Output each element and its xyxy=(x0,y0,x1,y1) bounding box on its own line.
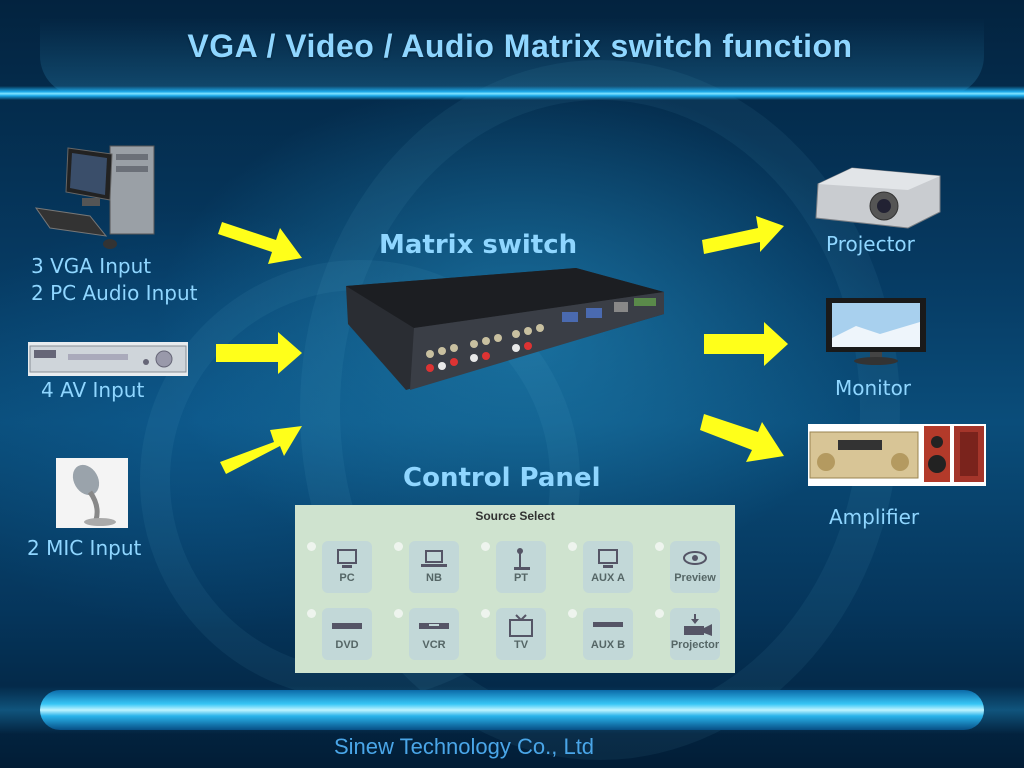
source-button-label: DVD xyxy=(335,639,359,651)
source-button-nb[interactable]: NB xyxy=(409,541,459,593)
tv-icon xyxy=(509,614,533,637)
indicator-led xyxy=(568,609,577,618)
amplifier-label: Amplifier xyxy=(829,505,920,529)
av-input-label: 4 AV Input xyxy=(41,378,145,402)
input-arrow-icon xyxy=(220,426,302,474)
indicator-led xyxy=(394,542,403,551)
source-button-label: Projector xyxy=(670,639,720,651)
monitor-icon xyxy=(826,298,926,365)
monitor-icon xyxy=(337,549,357,568)
source-button-label: TV xyxy=(513,639,529,651)
footer-company: Sinew Technology Co., Ltd xyxy=(333,734,595,759)
top-tube-decoration xyxy=(40,18,984,96)
eye-icon xyxy=(683,551,707,565)
projector-icon xyxy=(684,614,712,636)
vcr-icon xyxy=(419,623,449,629)
input-arrow-icon xyxy=(218,222,302,264)
bottom-light-band xyxy=(40,690,984,730)
indicator-led xyxy=(655,609,664,618)
laptop-icon xyxy=(421,550,447,567)
disc-player-icon xyxy=(332,623,362,629)
source-button-label: AUX B xyxy=(590,639,626,651)
source-button-dvd[interactable]: DVD xyxy=(322,608,372,660)
aux-device-icon xyxy=(593,622,623,627)
projector-icon xyxy=(815,167,941,229)
indicator-led xyxy=(481,609,490,618)
av-device-icon xyxy=(28,342,188,376)
desktop-pc-icon xyxy=(34,145,155,249)
source-button-projector[interactable]: Projector xyxy=(670,608,720,660)
source-select-title: Source Select xyxy=(475,509,555,523)
microphone-icon xyxy=(56,458,128,528)
matrix-switch-label: Matrix switch xyxy=(379,230,578,260)
indicator-led xyxy=(307,609,316,618)
indicator-led xyxy=(394,609,403,618)
mic-input-label: 2 MIC Input xyxy=(27,536,142,560)
pc-audio-input-label: 2 PC Audio Input xyxy=(31,281,198,305)
vga-input-label: 3 VGA Input xyxy=(31,254,152,278)
control-panel: Source Select PC NB PT xyxy=(295,505,735,673)
output-arrow-icon xyxy=(704,322,788,366)
source-button-label: PT xyxy=(513,572,529,584)
source-button-label: VCR xyxy=(422,639,446,651)
matrix-switch-device-icon xyxy=(346,268,664,390)
source-button-label: PC xyxy=(339,572,355,584)
source-button-vcr[interactable]: VCR xyxy=(409,608,459,660)
source-button-label: NB xyxy=(426,572,442,584)
preview-button[interactable]: Preview xyxy=(670,541,720,593)
source-button-pc[interactable]: PC xyxy=(322,541,372,593)
monitor-icon xyxy=(598,549,618,568)
source-button-aux-a[interactable]: AUX A xyxy=(583,541,633,593)
source-button-aux-b[interactable]: AUX B xyxy=(583,608,633,660)
indicator-led xyxy=(307,542,316,551)
source-button-pt[interactable]: PT xyxy=(496,541,546,593)
monitor-label: Monitor xyxy=(835,376,912,400)
indicator-led xyxy=(481,542,490,551)
control-panel-label: Control Panel xyxy=(403,463,601,493)
source-button-label: AUX A xyxy=(591,572,625,584)
indicator-led xyxy=(655,542,664,551)
output-arrow-icon xyxy=(702,216,784,254)
output-arrow-icon xyxy=(700,414,784,462)
amplifier-icon xyxy=(808,424,986,486)
top-light-band xyxy=(0,86,1024,100)
input-arrow-icon xyxy=(216,332,302,374)
podium-icon xyxy=(514,548,530,570)
projector-label: Projector xyxy=(826,232,915,256)
indicator-led xyxy=(568,542,577,551)
source-button-tv[interactable]: TV xyxy=(496,608,546,660)
slide-title: VGA / Video / Audio Matrix switch functi… xyxy=(187,28,853,64)
source-button-label: Preview xyxy=(674,572,716,584)
